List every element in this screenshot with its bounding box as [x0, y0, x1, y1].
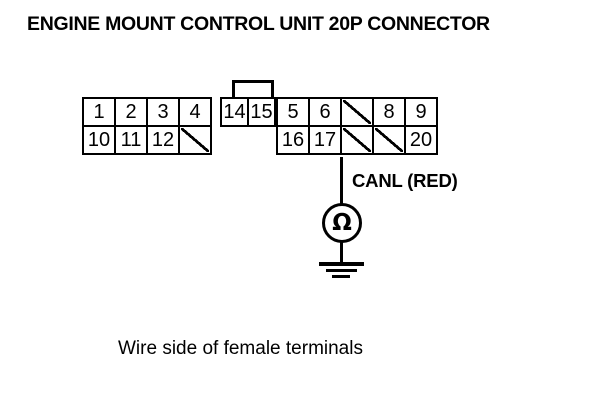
terminal-label: 6: [319, 101, 331, 123]
ground-bar-2: [326, 269, 357, 272]
terminal-13-unused: [178, 125, 212, 155]
terminal-10[interactable]: 10: [82, 125, 116, 155]
terminal-label: 1: [93, 101, 105, 123]
terminal-4[interactable]: 4: [178, 97, 212, 127]
terminal-label: 12: [151, 129, 175, 151]
terminal-label: 16: [281, 129, 305, 151]
terminal-label: 14: [223, 101, 246, 123]
terminal-label: 9: [415, 101, 427, 123]
terminal-label: 2: [125, 101, 137, 123]
ground-bar-3: [332, 275, 350, 278]
terminal-16[interactable]: 16: [276, 125, 310, 155]
terminal-14[interactable]: 14: [220, 97, 249, 127]
terminal-label: 15: [250, 101, 273, 123]
ohmmeter-icon: Ω: [322, 203, 362, 243]
signal-label-canl: CANL (RED): [352, 170, 458, 191]
terminal-5[interactable]: 5: [276, 97, 310, 127]
connector-block-middle: 14 15: [220, 80, 276, 127]
terminal-17[interactable]: 17: [308, 125, 342, 155]
ground-bar-1: [319, 262, 364, 266]
terminal-8[interactable]: 8: [372, 97, 406, 127]
terminal-2[interactable]: 2: [114, 97, 148, 127]
terminal-20[interactable]: 20: [404, 125, 438, 155]
terminal-18-unused: [340, 125, 374, 155]
ground-lead-wire: [340, 241, 343, 263]
terminal-3[interactable]: 3: [146, 97, 180, 127]
connector-row-bottom-left: 10 11 12: [82, 125, 212, 155]
page-title: ENGINE MOUNT CONTROL UNIT 20P CONNECTOR: [27, 13, 490, 35]
figure-caption: Wire side of female terminals: [118, 338, 363, 359]
terminal-12[interactable]: 12: [146, 125, 180, 155]
terminal-label: 10: [87, 129, 111, 151]
connector-row-top-left: 1 2 3 4: [82, 97, 212, 127]
terminal-9[interactable]: 9: [404, 97, 438, 127]
ohm-symbol: Ω: [332, 209, 352, 236]
terminal-6[interactable]: 6: [308, 97, 342, 127]
connector-row-bottom-right: 16 17 20: [276, 125, 438, 155]
terminal-label: 20: [409, 129, 433, 151]
terminal-7-unused: [340, 97, 374, 127]
terminal-label: 4: [189, 101, 201, 123]
connector-block-right: 5 6 8 9 16 17 20: [276, 97, 438, 155]
terminal-11[interactable]: 11: [114, 125, 148, 155]
connector-block-left: 1 2 3 4 10 11 12: [82, 97, 212, 155]
terminal-label: 11: [120, 129, 142, 151]
connector-row-top-right: 5 6 8 9: [276, 97, 438, 127]
terminal-15[interactable]: 15: [247, 97, 276, 127]
terminal-label: 3: [157, 101, 169, 123]
probe-lead-wire: [340, 157, 343, 205]
connector-20p: 1 2 3 4 10 11 12 14 15: [82, 80, 438, 155]
terminal-label: 8: [383, 101, 395, 123]
terminal-19-unused: [372, 125, 406, 155]
latch-tab-icon: [232, 80, 274, 99]
terminal-label: 5: [287, 101, 299, 123]
terminal-1[interactable]: 1: [82, 97, 116, 127]
connector-row-bottom-middle: 14 15: [220, 97, 276, 127]
terminal-label: 17: [313, 129, 337, 151]
